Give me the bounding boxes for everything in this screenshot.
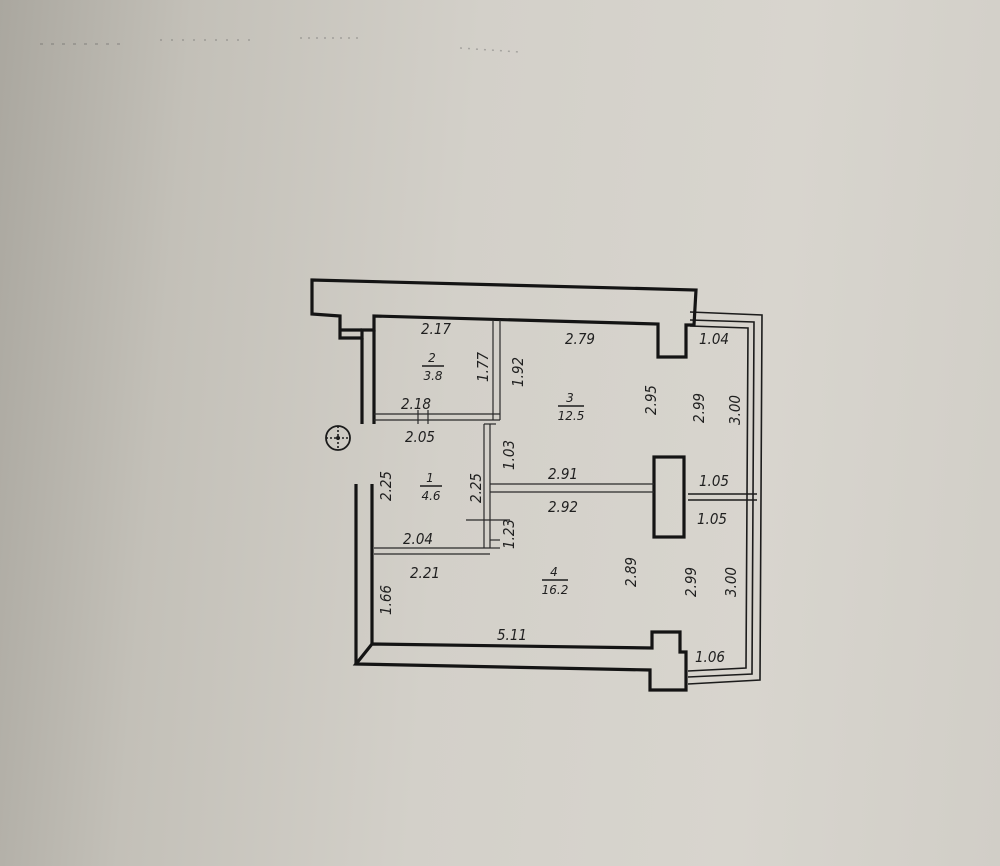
dim-2-17: 2.17 — [421, 320, 451, 338]
dim-3-00-upper: 3.00 — [726, 395, 744, 425]
room-3-number: 3 — [566, 391, 574, 405]
dim-2-89: 2.89 — [622, 557, 640, 587]
dim-2-99-upper: 2.99 — [690, 393, 708, 423]
room-3-label: 3 12.5 — [558, 391, 585, 423]
dim-2-91: 2.91 — [548, 465, 578, 483]
exterior-walls — [310, 278, 698, 692]
dim-2-25-right: 2.25 — [467, 473, 485, 503]
vertical-dimension-labels: 1.77 1.92 2.95 2.99 3.00 1.03 2.25 2.25 … — [377, 352, 744, 615]
dim-1-77: 1.77 — [474, 352, 492, 382]
dim-2-21: 2.21 — [410, 564, 440, 582]
entrance-marker — [325, 425, 351, 451]
scan-smudges — [40, 37, 521, 53]
dim-1-03: 1.03 — [500, 440, 518, 470]
dim-1-06: 1.06 — [695, 648, 725, 666]
room-2-label: 2 3.8 — [422, 351, 444, 383]
dim-2-05: 2.05 — [405, 428, 435, 446]
interior-partitions — [374, 320, 654, 555]
dim-1-05-lower: 1.05 — [697, 510, 727, 528]
dim-2-92: 2.92 — [548, 498, 578, 516]
dim-2-04: 2.04 — [403, 530, 433, 548]
dim-1-92: 1.92 — [509, 357, 527, 387]
dimension-labels: 2.17 2.79 1.04 2.18 2.05 2.91 1.05 2.92 … — [401, 320, 729, 666]
dim-5-11: 5.11 — [497, 626, 527, 644]
room-2-area: 3.8 — [423, 369, 442, 383]
room-3-area: 12.5 — [558, 409, 585, 423]
dim-2-25-left: 2.25 — [377, 471, 395, 501]
room-1-number: 1 — [426, 471, 434, 485]
dim-2-95: 2.95 — [642, 385, 660, 415]
room-4-area: 16.2 — [542, 583, 569, 597]
room-4-number: 4 — [550, 565, 558, 579]
dim-1-05-upper: 1.05 — [699, 472, 729, 490]
dim-3-00-lower: 3.00 — [722, 567, 740, 597]
dim-1-04: 1.04 — [699, 330, 729, 348]
dim-1-23: 1.23 — [500, 519, 518, 549]
room-4-label: 4 16.2 — [542, 565, 569, 597]
balcony-railing — [687, 311, 763, 685]
dim-2-99-lower: 2.99 — [682, 567, 700, 597]
dim-2-79: 2.79 — [565, 330, 595, 348]
room-1-label: 1 4.6 — [420, 471, 442, 503]
dim-2-18: 2.18 — [401, 395, 431, 413]
dim-1-66: 1.66 — [377, 585, 395, 615]
room-1-area: 4.6 — [421, 489, 440, 503]
room-2-number: 2 — [428, 351, 436, 365]
